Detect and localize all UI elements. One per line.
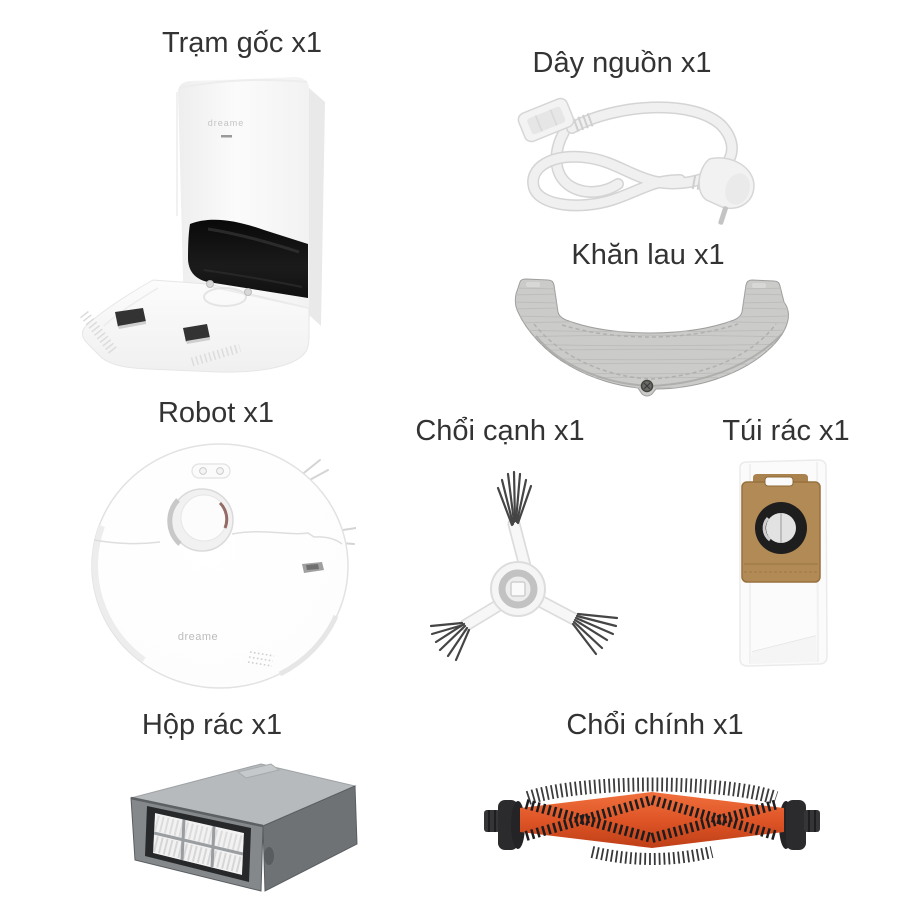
- lidar-turret: [167, 488, 234, 552]
- label-dust-box: Hộp rác x1: [141, 709, 283, 741]
- label-dust-bag: Túi rác x1: [722, 415, 850, 447]
- power-cord-image: [517, 97, 755, 225]
- label-base-station: Trạm gốc x1: [161, 27, 323, 59]
- bristle-strips: [524, 795, 780, 843]
- bag-collar: [741, 474, 821, 583]
- bristle-tufts: [430, 470, 619, 662]
- label-power-cord: Dây nguồn x1: [532, 47, 712, 79]
- filter-frame: [145, 806, 251, 882]
- dock-button-icon: [216, 467, 224, 475]
- collar-slot: [764, 476, 794, 487]
- label-side-brush: Chổi cạnh x1: [415, 415, 585, 447]
- dock-brand-logo: dreame: [208, 118, 245, 128]
- mop-screw: [640, 379, 654, 393]
- base-station-image: dreame: [80, 77, 325, 373]
- brush-hub: [490, 561, 546, 617]
- label-mop-cloth: Khăn lau x1: [571, 239, 725, 271]
- dust-box-handle-tab: [236, 763, 281, 779]
- side-brush-image: [430, 470, 619, 662]
- axle-left: [484, 800, 525, 850]
- axle-right: [779, 800, 820, 850]
- robot-image: dreame: [91, 443, 356, 689]
- dust-box-latch: [264, 847, 274, 865]
- label-main-brush: Chổi chính x1: [566, 709, 744, 741]
- eu-plug: [698, 157, 755, 225]
- robot-brand-logo: dreame: [178, 631, 218, 643]
- dust-bag-image: [739, 459, 828, 667]
- bumper-notch: [302, 562, 324, 573]
- top-bristle-fringe: [525, 777, 779, 805]
- dust-box-image: [130, 763, 358, 892]
- mop-cloth-image: [514, 278, 789, 397]
- cover-seam: [93, 530, 343, 545]
- c13-connector: [517, 97, 575, 143]
- charging-contact: [183, 324, 210, 342]
- speaker-grille: [247, 651, 275, 667]
- robot-buttons: [191, 463, 231, 479]
- bottom-bristle-fringe: [590, 846, 714, 865]
- cable-coil: [527, 101, 738, 212]
- mop-stitching: [533, 323, 777, 380]
- power-button-icon: [199, 467, 207, 475]
- strain-relief: [572, 112, 594, 132]
- roller-body: [520, 792, 784, 848]
- main-brush-image: [484, 777, 820, 865]
- hepa-filter: [145, 806, 251, 882]
- plug-pin: [718, 206, 728, 225]
- dock-ramp: [80, 279, 310, 373]
- label-robot: Robot x1: [157, 397, 275, 429]
- dock-glossy-panel: [188, 219, 308, 298]
- charging-contact: [115, 308, 146, 327]
